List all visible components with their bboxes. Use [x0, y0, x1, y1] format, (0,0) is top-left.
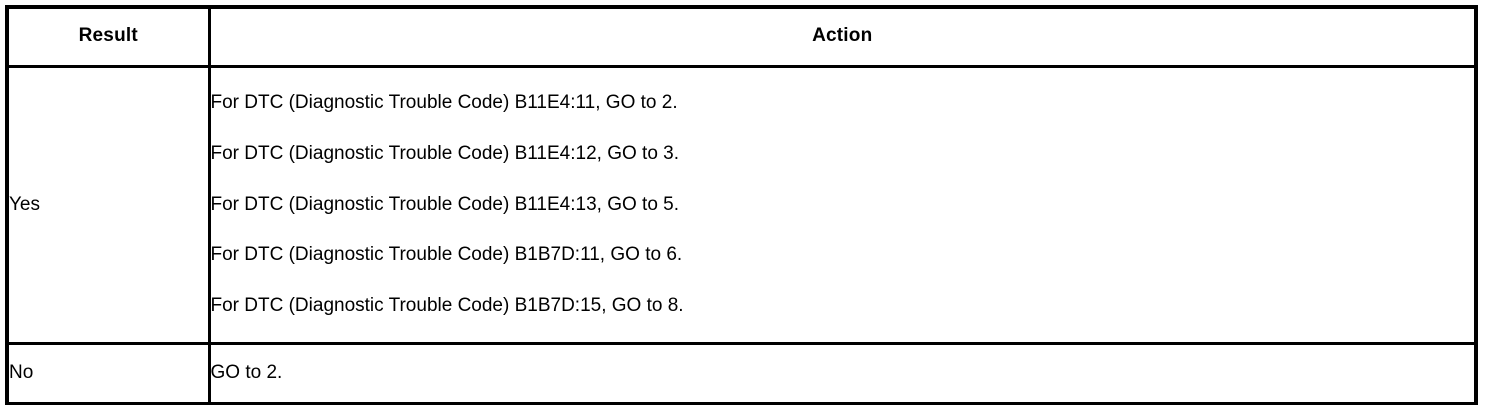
result-cell-yes: Yes — [9, 66, 211, 345]
diagnostic-action-table: Result Action Yes For DTC (Diagnostic Tr… — [5, 5, 1478, 405]
table-header-row: Result Action — [9, 9, 1474, 68]
action-line: GO to 2. — [210, 362, 283, 384]
action-line: For DTC (Diagnostic Trouble Code) B1B7D:… — [210, 244, 683, 266]
action-cell-yes: For DTC (Diagnostic Trouble Code) B11E4:… — [209, 66, 1475, 345]
action-line: For DTC (Diagnostic Trouble Code) B11E4:… — [210, 193, 680, 215]
table-body: Yes For DTC (Diagnostic Trouble Code) B1… — [9, 66, 1474, 402]
table-header: Result Action — [9, 9, 1474, 68]
table-row: Yes For DTC (Diagnostic Trouble Code) B1… — [9, 66, 1475, 345]
result-cell-no: No — [9, 343, 211, 402]
action-line-list: For DTC (Diagnostic Trouble Code) B11E4:… — [211, 68, 1475, 342]
column-header-result: Result — [9, 9, 211, 68]
action-cell-no: GO to 2. — [209, 343, 1474, 402]
action-line: For DTC (Diagnostic Trouble Code) B11E4:… — [210, 142, 680, 164]
table: Result Action Yes For DTC (Diagnostic Tr… — [9, 9, 1474, 402]
action-line: For DTC (Diagnostic Trouble Code) B11E4:… — [210, 92, 678, 114]
table-row: No GO to 2. — [9, 343, 1474, 402]
action-line: For DTC (Diagnostic Trouble Code) B1B7D:… — [210, 295, 684, 317]
column-header-action: Action — [209, 9, 1474, 68]
